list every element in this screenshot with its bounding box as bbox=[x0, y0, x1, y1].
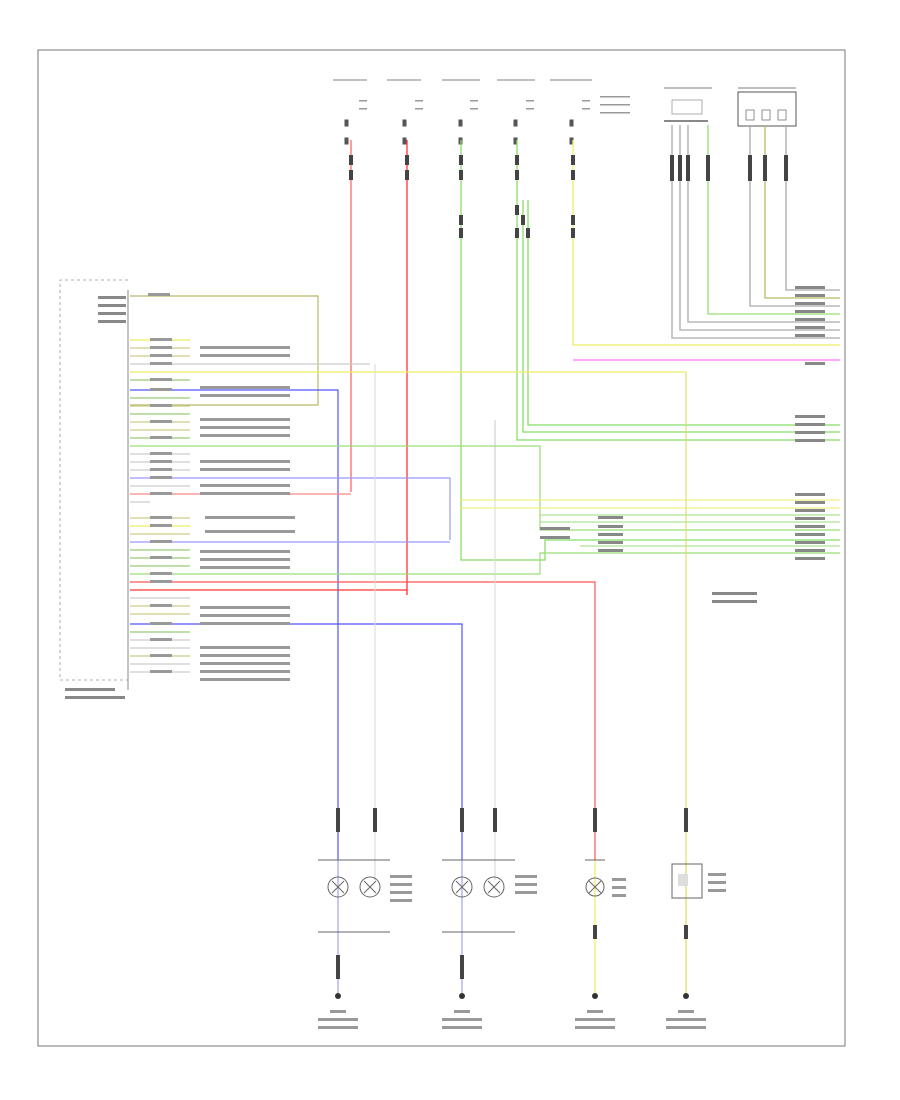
grounds bbox=[335, 993, 689, 999]
mid-splice bbox=[374, 364, 840, 860]
diagram-frame bbox=[37, 49, 846, 1047]
wire-gray-bundle-1 bbox=[671, 125, 840, 339]
pin-labels bbox=[148, 293, 295, 681]
lamp-assembly-1 bbox=[318, 859, 412, 933]
wire-yellow-top bbox=[572, 140, 840, 346]
lamp-3 bbox=[585, 859, 626, 897]
top-right-switch bbox=[664, 87, 712, 122]
wire-gray-bundle-4 bbox=[749, 125, 840, 307]
wire-markers bbox=[349, 155, 788, 238]
top-connector bbox=[333, 79, 367, 145]
wire-green-1 bbox=[460, 140, 840, 561]
wire-green-2 bbox=[516, 140, 840, 441]
right-labels bbox=[712, 286, 825, 603]
top-connector bbox=[442, 79, 480, 145]
bottom-devices bbox=[337, 860, 687, 995]
top-connectors bbox=[333, 79, 797, 145]
wire-green-4 bbox=[527, 200, 840, 426]
wire-gray-bundle-3 bbox=[687, 125, 840, 323]
wire-green-3 bbox=[522, 200, 840, 433]
wire-green-right bbox=[707, 125, 840, 315]
module-box bbox=[671, 863, 726, 899]
bottom-markers bbox=[336, 808, 688, 979]
wire-gray-bundle-2 bbox=[679, 125, 840, 331]
top-connector bbox=[387, 79, 423, 145]
top-connector bbox=[497, 79, 535, 145]
wire-gray-bundle-6 bbox=[785, 125, 840, 291]
lamp-assembly-2 bbox=[442, 859, 537, 933]
ground-labels bbox=[318, 1010, 706, 1029]
top-vertical-wires bbox=[350, 125, 840, 595]
top-connector bbox=[550, 79, 630, 145]
left-module bbox=[59, 279, 130, 699]
top-right-switch bbox=[737, 87, 797, 127]
pin-rows bbox=[130, 295, 840, 860]
wire-gray-bundle-5 bbox=[764, 125, 840, 299]
